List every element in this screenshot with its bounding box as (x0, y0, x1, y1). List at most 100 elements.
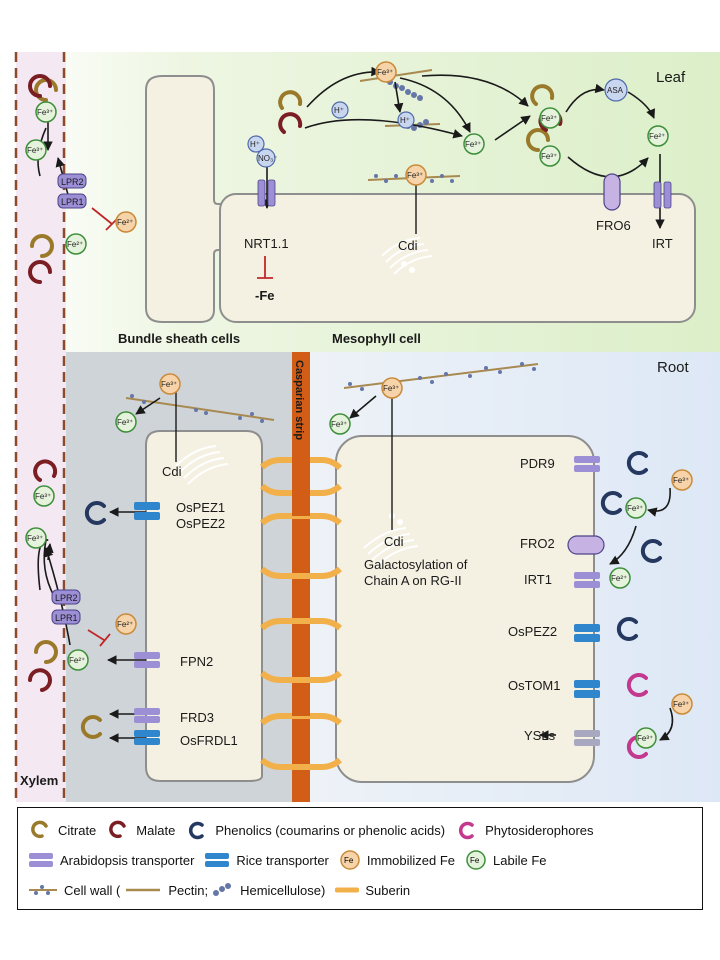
leaf-citrate-right-2 (526, 128, 550, 152)
cell-wall-root-epidermis (343, 362, 539, 391)
root-fe3-ysl-lab: Fe³⁺ (635, 727, 657, 749)
leaf-h-ion-c: H⁺ (397, 111, 415, 129)
root-lpr1-label: LPR1 (55, 613, 78, 623)
svg-text:Fe²⁺: Fe²⁺ (611, 574, 627, 583)
malate-icon (109, 820, 127, 839)
svg-text:Fe³⁺: Fe³⁺ (673, 700, 689, 709)
ostom1-label: OsTOM1 (508, 678, 561, 693)
leaf-inhibit-nrt (257, 256, 273, 279)
rice-transporter-icon (205, 853, 230, 867)
phenolics-icon (189, 821, 205, 840)
leaf-asa: ASA (604, 78, 628, 102)
leaf-malate-bottom (28, 260, 52, 284)
legend: Citrate Malate Phenolics (coumarins or p… (17, 807, 703, 910)
legend-immobilized-label: Immobilized Fe (366, 852, 456, 868)
svg-text:Fe³⁺: Fe³⁺ (673, 476, 689, 485)
svg-text:H⁺: H⁺ (250, 140, 260, 149)
fe-ions: Fe³⁺ Fe³⁺ Fe²⁺ Fe²⁺ Fe³⁺ Fe³⁺ Fe³⁺ Fe³⁺ … (25, 61, 693, 749)
xylem-panel (16, 52, 66, 802)
leaf-fe3-right-a: Fe³⁺ (539, 107, 561, 129)
root-epidermal-cell (335, 435, 595, 783)
ospez1-transporter (134, 502, 160, 520)
root-lpr-group: LPR2 LPR1 (51, 589, 81, 625)
root-fe3-epi-wall: Fe³⁺ (381, 377, 403, 399)
labile-fe-icon: Fe (466, 850, 486, 870)
svg-text:Fe²⁺: Fe²⁺ (67, 240, 83, 249)
irt-label: IRT (652, 236, 673, 251)
ostom1-transporter (574, 680, 600, 698)
legend-suberin: Suberin (335, 883, 410, 898)
galacto-label-1: Galactosylation of (364, 557, 468, 572)
leaf-fe2-right: Fe²⁺ (647, 125, 669, 147)
legend-cell-wall: Cell wall ( (28, 881, 120, 899)
irt-transporter (653, 181, 672, 209)
legend-rice: Rice transporter (204, 851, 329, 869)
legend-citrate: Citrate (28, 820, 96, 840)
root-xylem-citrate (34, 640, 58, 664)
svg-text:Fe³⁺: Fe³⁺ (27, 146, 43, 155)
root-cdi-epi-label: Cdi (384, 534, 404, 549)
pdr9-transporter (574, 456, 600, 472)
root-phyto-ostom1 (626, 673, 648, 697)
svg-text:Fe³⁺: Fe³⁺ (331, 420, 347, 429)
root-fe3-ostom-imm: Fe³⁺ (671, 693, 693, 715)
svg-text:Fe³⁺: Fe³⁺ (117, 418, 133, 427)
mesophyll-cell (219, 193, 696, 323)
root-title: Root (657, 359, 690, 376)
svg-text:Fe: Fe (344, 856, 354, 865)
legend-suberin-label: Suberin (365, 882, 411, 898)
root-fe3-pdr9-imm: Fe³⁺ (671, 469, 693, 491)
svg-text:Fe²⁺: Fe²⁺ (117, 218, 133, 227)
osfrdl1-label: OsFRDL1 (180, 733, 238, 748)
frd3-label: FRD3 (180, 710, 214, 725)
leaf-h-ion-b: H⁺ (331, 101, 349, 119)
leaf-citrate-right (530, 84, 555, 106)
svg-text:Fe: Fe (470, 856, 480, 865)
legend-citrate-label: Citrate (58, 822, 97, 838)
legend-phenolics-label: Phenolics (coumarins or phenolic acids) (215, 822, 446, 838)
leaf-fe2-b: Fe²⁺ (115, 211, 137, 233)
legend-cell-wall-label: Cell wall ( (64, 882, 121, 898)
legend-rice-label: Rice transporter (236, 852, 329, 868)
bundle-sheath-title: Bundle sheath cells (118, 331, 240, 346)
svg-text:Fe²⁺: Fe²⁺ (649, 132, 665, 141)
fro2-transporter (567, 535, 605, 555)
golgi-root-stele (175, 445, 229, 485)
root-fe2-stele: Fe²⁺ (115, 613, 137, 635)
root-xylem-fe3-b: Fe³⁺ (25, 527, 47, 549)
leaf-lpr1-label: LPR1 (61, 197, 84, 207)
legend-phyto-label: Phytosiderophores (485, 822, 594, 838)
root-fe3-stele-wall: Fe³⁺ (159, 373, 181, 395)
leaf-h-ion-a: H⁺ (247, 135, 265, 153)
leaf-nrt-transporter (257, 179, 276, 207)
root-fe2-xylem: Fe²⁺ (67, 649, 89, 671)
svg-text:Fe³⁺: Fe³⁺ (407, 171, 423, 180)
irt1-label: IRT1 (524, 572, 552, 587)
leaf-xylem-fe3-a: Fe³⁺ (35, 101, 57, 123)
fro2-label: FRO2 (520, 536, 555, 551)
bundle-sheath-cell (145, 75, 223, 323)
leaf-lpr2-label: LPR2 (61, 177, 84, 187)
legend-phenolics: Phenolics (coumarins or phenolic acids) (185, 820, 445, 840)
legend-pectin: Pectin; (124, 883, 208, 898)
iron-homeostasis-diagram: Leaf Root Xylem Bundle sheath cells Meso… (0, 52, 720, 802)
minus-fe-label: -Fe (255, 288, 275, 303)
svg-text:Fe²⁺: Fe²⁺ (69, 656, 85, 665)
leaf-title: Leaf (656, 69, 686, 86)
svg-text:ASA: ASA (607, 86, 624, 95)
legend-hemicellulose: Hemicellulose) (212, 881, 325, 899)
legend-row-1: Citrate Malate Phenolics (coumarins or p… (28, 818, 604, 842)
legend-labile: Fe Labile Fe (465, 849, 547, 871)
ospez1-label: OsPEZ1 (176, 500, 225, 515)
root-xylem-malate-2 (28, 668, 52, 692)
root-phenolic-fro (600, 491, 622, 515)
ysls-label: YSLs (524, 728, 556, 743)
root-lpr2-label: LPR2 (55, 593, 78, 603)
ospez2-label: OsPEZ2 (176, 516, 225, 531)
legend-arabidopsis: Arabidopsis transporter (28, 851, 194, 869)
leaf-cdi-label: Cdi (398, 238, 418, 253)
hemicellulose-icon (213, 883, 232, 896)
svg-text:NO₃⁻: NO₃⁻ (258, 154, 277, 163)
leaf-citrate-top (278, 90, 303, 110)
root-stele-cell (145, 430, 263, 782)
